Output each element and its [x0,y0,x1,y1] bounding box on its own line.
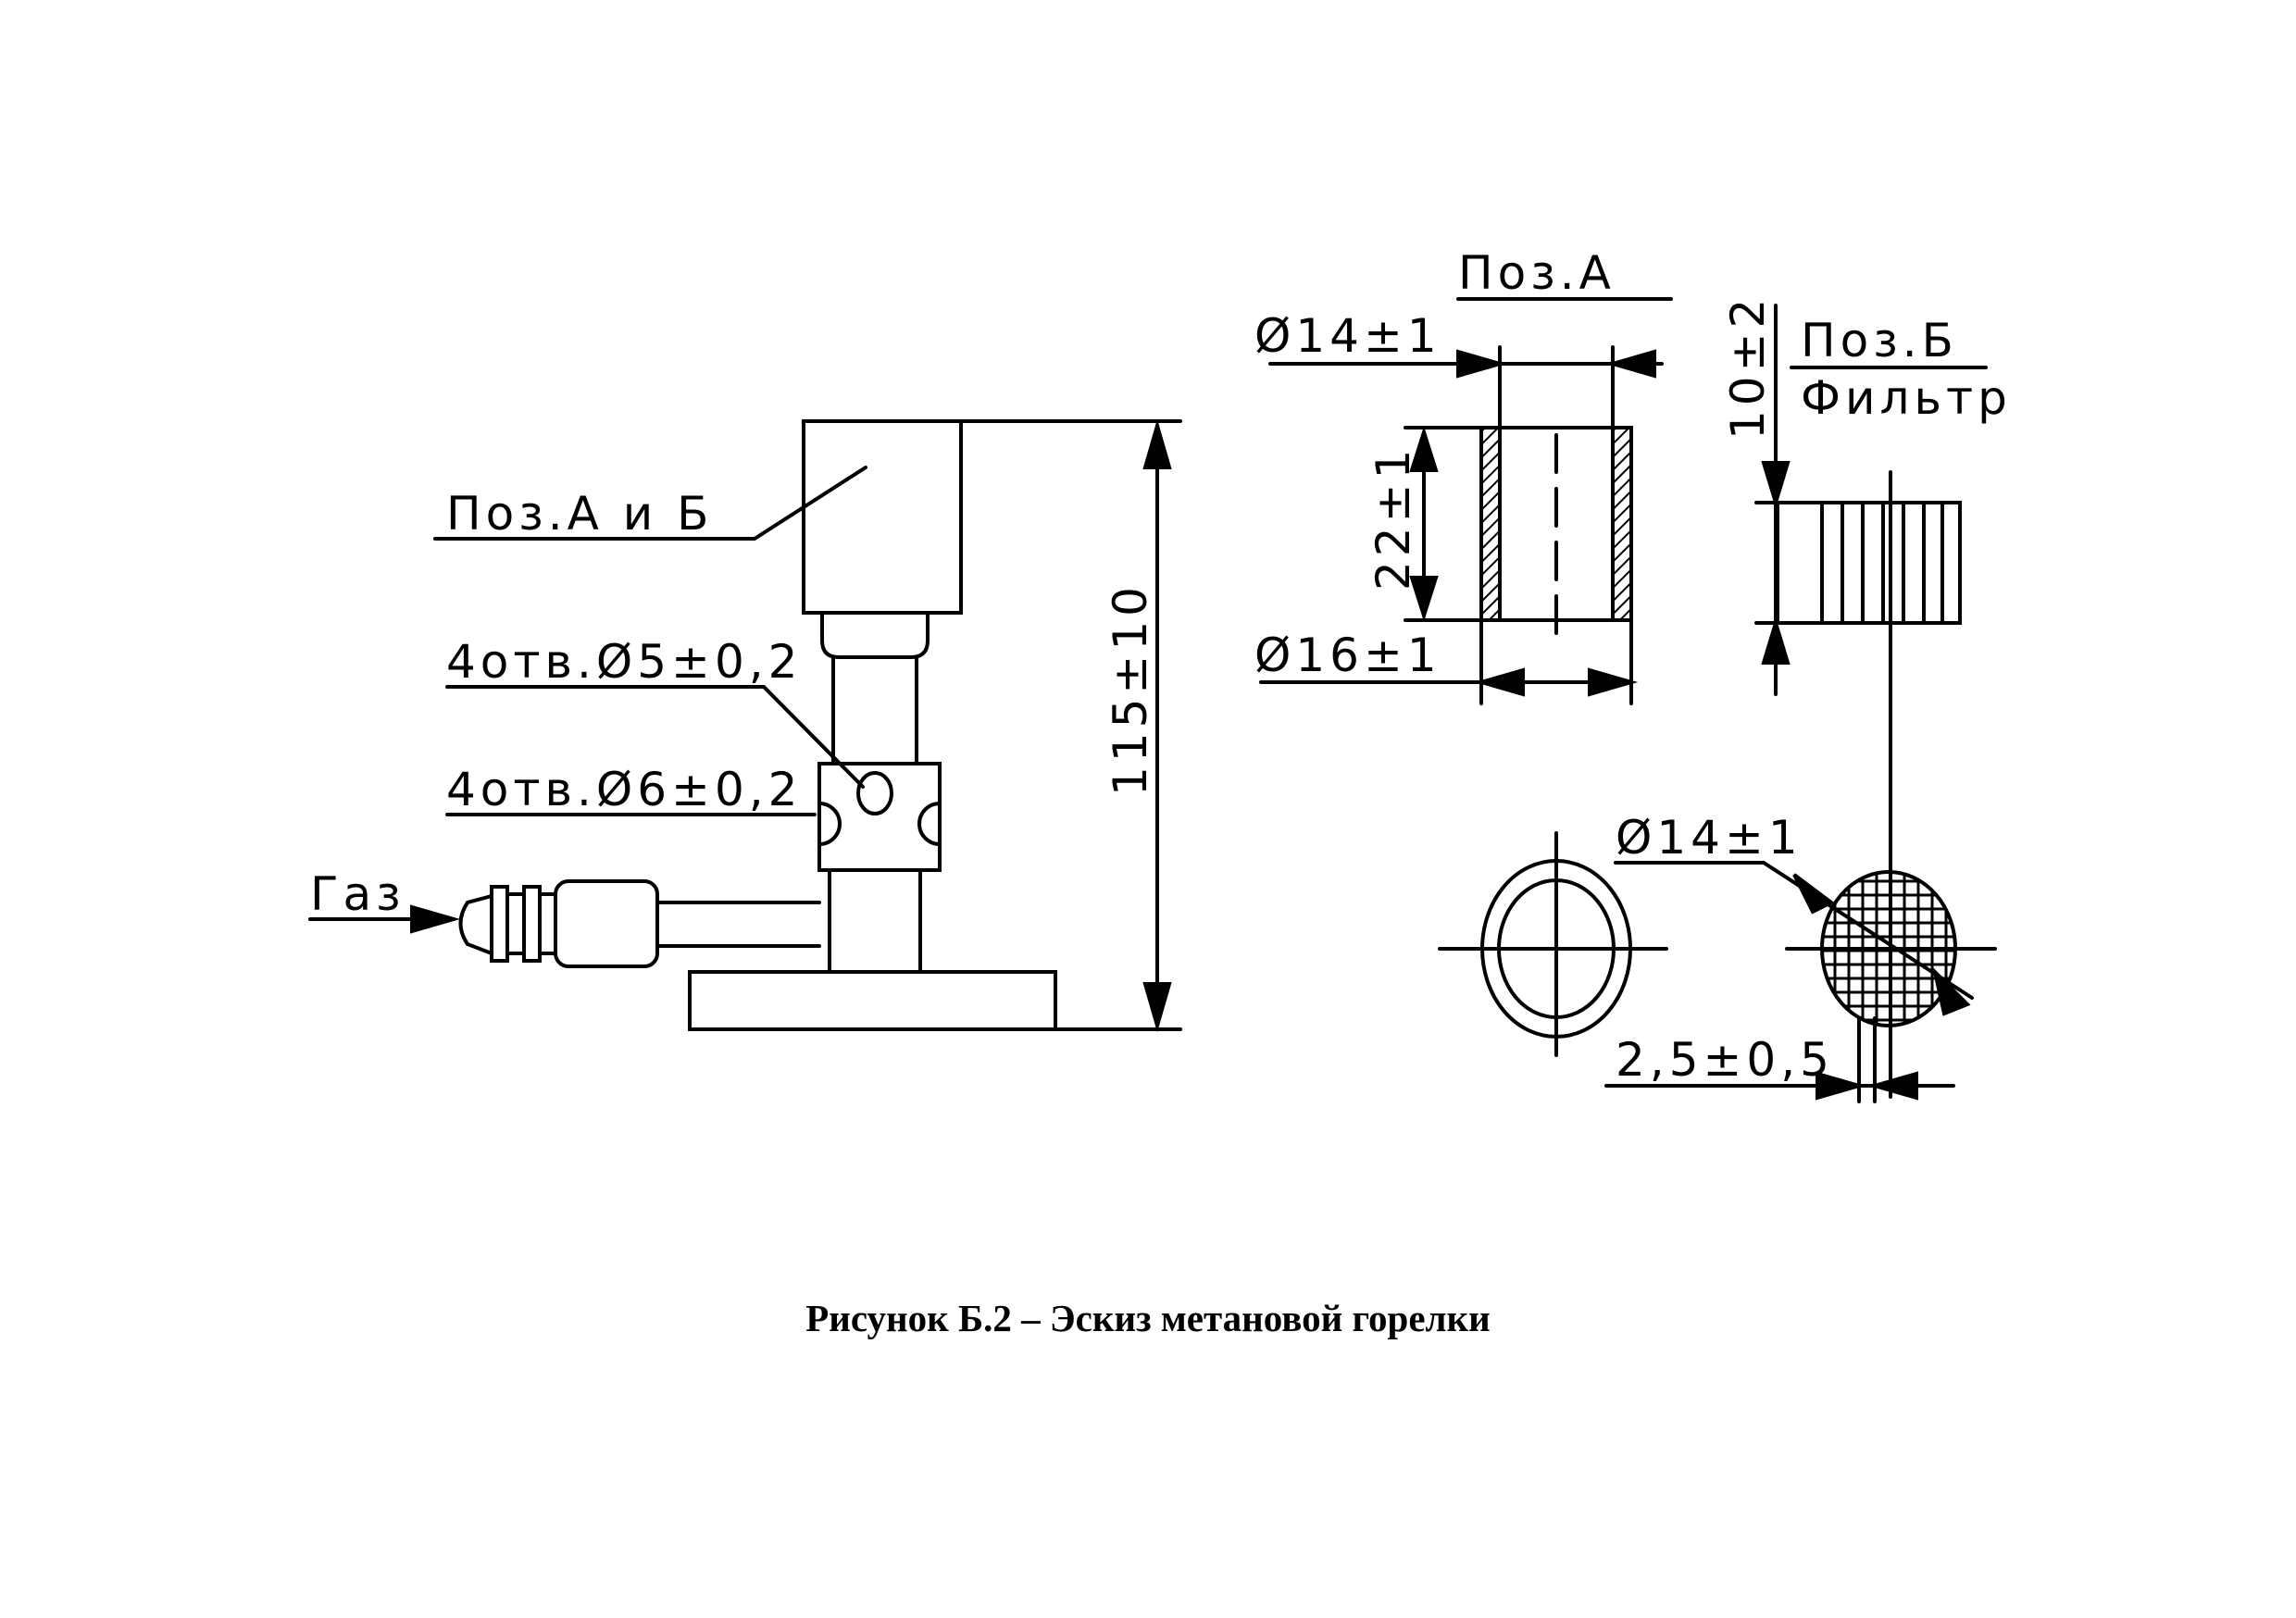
burner-lower-tube [828,868,922,974]
height-dimension [961,418,1182,1033]
burner-mixer-collar [817,762,942,872]
poz-b-filter [1604,304,1997,1103]
poz-a-wall-left [1479,426,1502,622]
label-holes-5: 4отв.Ø5±0,2 [446,635,802,689]
gas-inlet [458,879,821,968]
label-holes-6: 4отв.Ø6±0,2 [446,763,802,816]
label-poz-b: Поз.Б [1801,314,1958,367]
burner-upper-tube [831,655,918,765]
label-gas: Газ [310,867,406,921]
burner-neck [820,611,930,659]
poz-a-wall-right [1611,426,1633,622]
filter-side-view [1776,501,1962,625]
poz-a-section [1259,297,1673,1057]
filter-mesh-lines [1820,501,1944,625]
air-hole-5mm [856,771,893,815]
label-poz-a-and-b: Поз.А и Б [446,487,713,541]
label-filter-height: 10±2 [1721,294,1775,440]
label-poz-a: Поз.А [1458,246,1616,300]
burner-base-plate [688,970,1057,1031]
label-filter-width: 2,5±0,5 [1616,1033,1834,1087]
label-poz-a-outer-bottom: Ø16±1 [1254,629,1441,682]
air-hole-6mm-left [817,802,842,846]
label-filter-diameter: Ø14±1 [1616,811,1803,865]
leader-poz-a-b [433,466,867,541]
leader-holes-5 [445,685,865,789]
air-hole-6mm-right [917,802,942,846]
label-filter: Фильтр [1801,371,2012,425]
label-poz-a-outer-top: Ø14±1 [1254,309,1441,363]
gas-arrow-head [410,904,461,934]
label-height-115: 115±10 [1104,582,1157,796]
burner-top-cylinder [802,419,963,615]
figure-caption: Рисунок Б.2 – Эскиз метановой горелки [805,1297,1491,1339]
label-poz-a-height: 22±1 [1366,445,1420,591]
burner-side-view [308,418,1182,1033]
filter-diameter-leader [1614,861,1974,1000]
poz-a-bottom-dim [1259,618,1633,705]
poz-a-ring-centerlines [1438,831,1668,1057]
